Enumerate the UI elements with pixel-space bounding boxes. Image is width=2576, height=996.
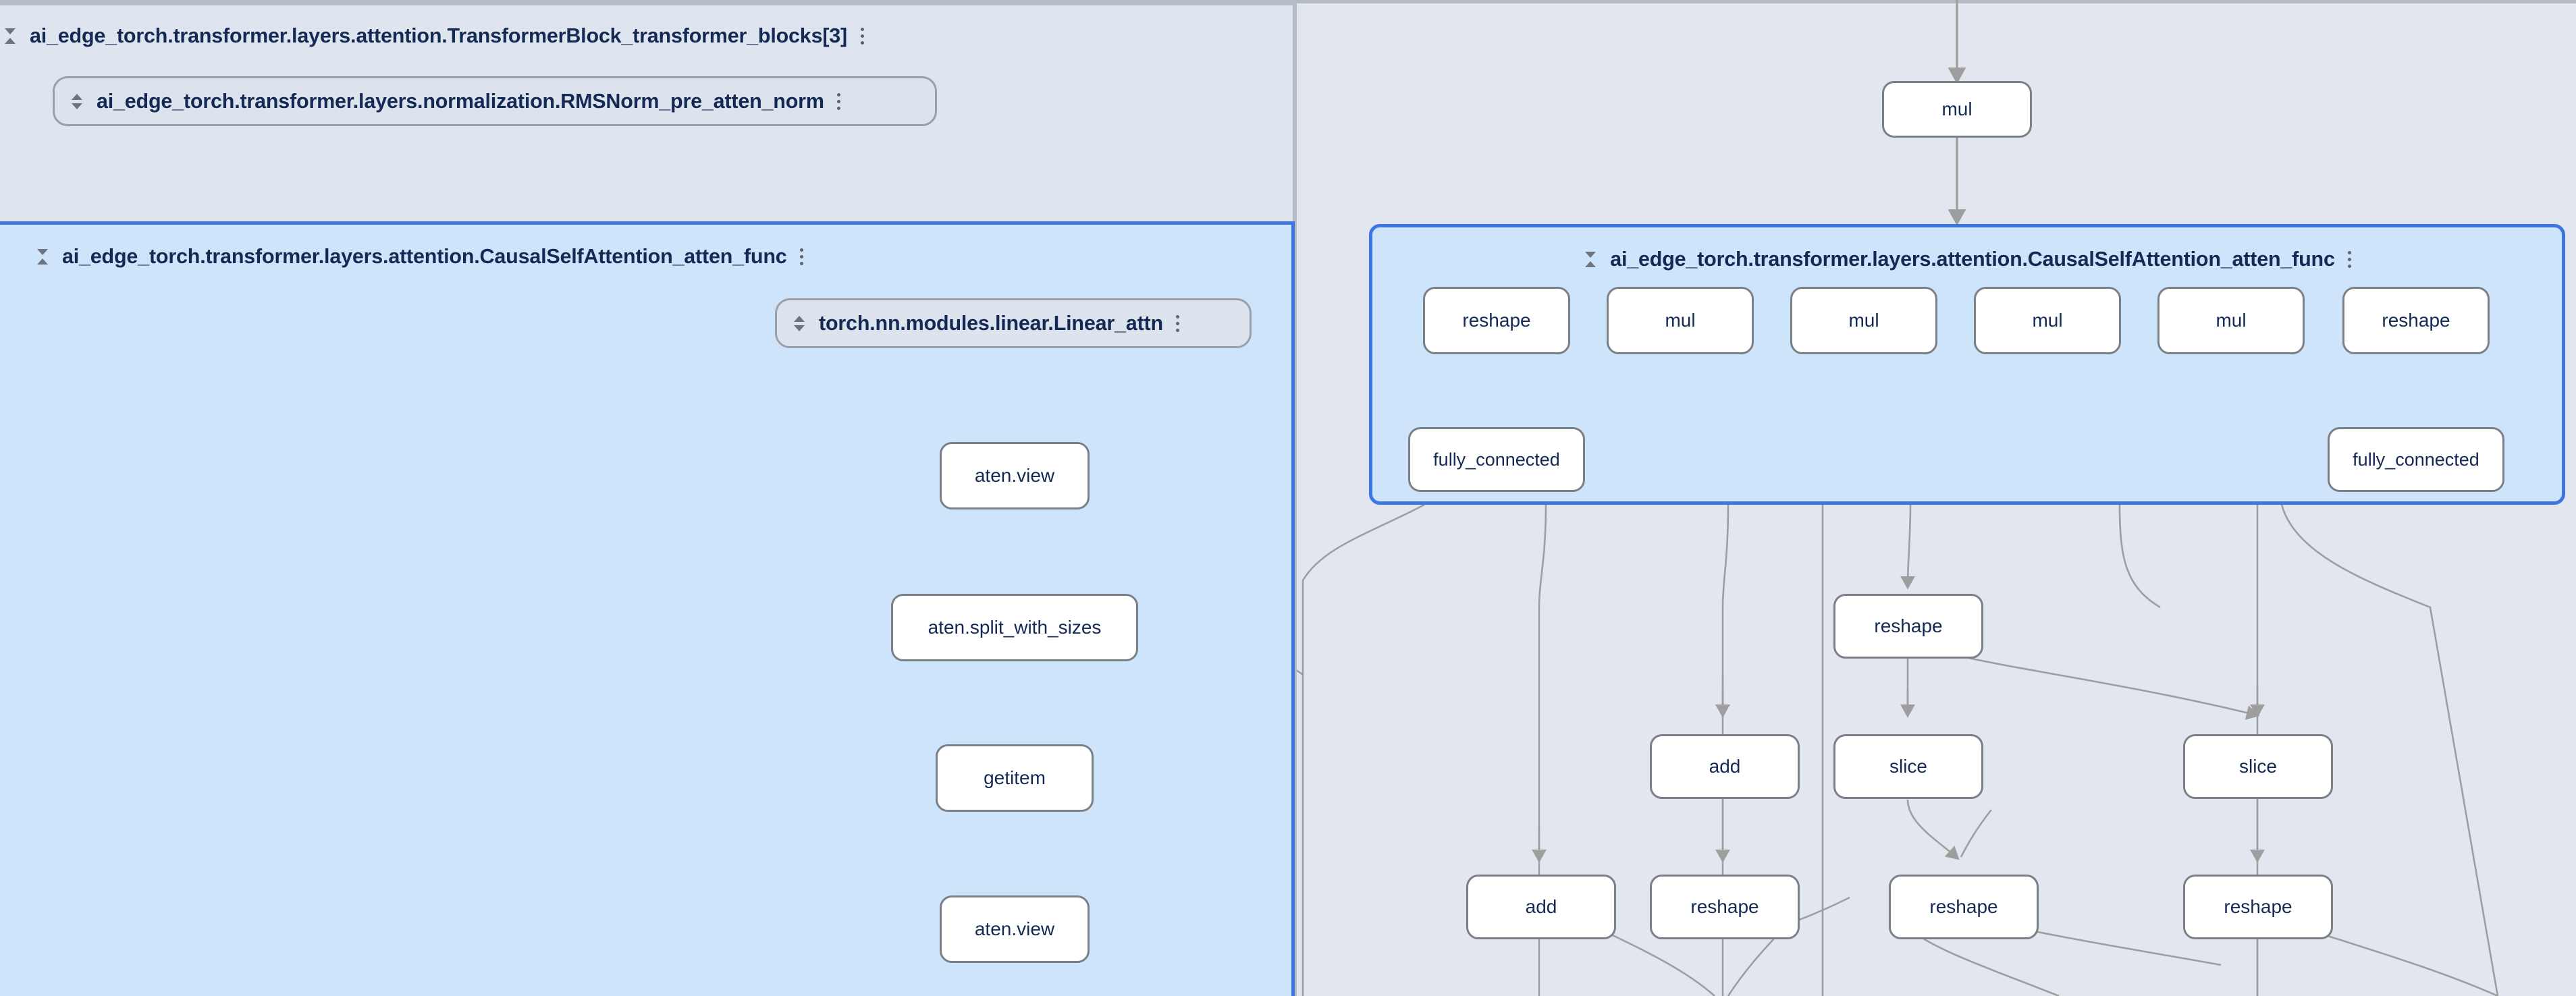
top-divider — [0, 0, 2576, 3]
node-getitem[interactable]: getitem — [936, 744, 1094, 812]
node-label: aten.split_with_sizes — [928, 617, 1102, 638]
collapsed-group-rmsnorm-title: ai_edge_torch.transformer.layers.normali… — [97, 89, 824, 113]
node-label: mul — [2032, 310, 2063, 331]
collapse-chevrons-icon[interactable] — [1580, 248, 1601, 271]
node-label: aten.view — [974, 465, 1055, 486]
edge-extra-into-reshape2 — [1960, 809, 1993, 858]
node-reshape-b[interactable]: reshape — [2342, 287, 2490, 354]
kebab-menu-icon[interactable] — [798, 245, 806, 268]
edge-reshape2-out — [1910, 929, 2060, 996]
expand-chevrons-icon[interactable] — [789, 312, 809, 335]
kebab-menu-icon[interactable] — [835, 90, 843, 113]
edge-reshape3-out — [2308, 929, 2498, 996]
group-causal-self-attention-left-title: ai_edge_torch.transformer.layers.attenti… — [62, 244, 787, 268]
node-label: mul — [2216, 310, 2247, 331]
node-mul-4[interactable]: mul — [2157, 287, 2305, 354]
node-mul-3[interactable]: mul — [1974, 287, 2121, 354]
node-aten-view-1[interactable]: aten.view — [940, 442, 1090, 509]
collapse-chevrons-icon[interactable] — [32, 245, 53, 268]
node-label: add — [1525, 896, 1557, 917]
node-reshape-a[interactable]: reshape — [1423, 287, 1570, 354]
edge-group-out-4 — [2118, 504, 2161, 609]
group-causal-self-attention-right-header[interactable]: ai_edge_torch.transformer.layers.attenti… — [1372, 238, 2562, 280]
node-label: reshape — [2224, 896, 2292, 917]
node-reshape-mid[interactable]: reshape — [1833, 594, 1983, 659]
node-label: reshape — [2382, 310, 2450, 331]
node-label: add — [1709, 756, 1741, 777]
kebab-menu-icon[interactable] — [858, 24, 866, 47]
group-causal-self-attention-left-header[interactable]: ai_edge_torch.transformer.layers.attenti… — [32, 236, 1291, 277]
group-transformer-block-title: ai_edge_torch.transformer.layers.attenti… — [30, 24, 848, 47]
node-label: fully_connected — [2353, 449, 2479, 470]
collapsed-group-linear-attn-title: torch.nn.modules.linear.Linear_attn — [819, 311, 1163, 335]
group-causal-self-attention-right-title: ai_edge_torch.transformer.layers.attenti… — [1610, 247, 2335, 271]
node-fully-connected-right[interactable]: fully_connected — [2328, 427, 2504, 492]
node-label: slice — [1889, 756, 1927, 777]
node-slice-1[interactable]: slice — [1833, 734, 1983, 799]
node-reshape-1[interactable]: reshape — [1650, 875, 1800, 939]
edge-group-out-to-reshape-mid — [1900, 504, 1915, 590]
expand-chevrons-icon[interactable] — [67, 90, 87, 113]
edge-reshape1-out — [1727, 929, 1783, 996]
node-label: mul — [1941, 99, 1973, 119]
node-label: mul — [1665, 310, 1696, 331]
edge-slice1-to-reshape2 — [1906, 799, 1960, 860]
node-mul-2[interactable]: mul — [1790, 287, 1937, 354]
node-label: aten.view — [974, 918, 1055, 939]
node-add-2[interactable]: add — [1466, 875, 1616, 939]
node-label: mul — [1848, 310, 1879, 331]
group-transformer-block-header[interactable]: ai_edge_torch.transformer.layers.attenti… — [0, 15, 1293, 57]
node-slice-2[interactable]: slice — [2183, 734, 2333, 799]
node-fully-connected-left[interactable]: fully_connected — [1408, 427, 1585, 492]
node-label: reshape — [1462, 310, 1531, 331]
collapse-chevrons-icon[interactable] — [0, 24, 20, 47]
node-mul-1[interactable]: mul — [1607, 287, 1754, 354]
node-aten-view-2[interactable]: aten.view — [940, 895, 1090, 963]
node-reshape-2[interactable]: reshape — [1889, 875, 2039, 939]
kebab-menu-icon[interactable] — [1174, 312, 1182, 335]
edge-add2-out — [1601, 929, 1715, 996]
node-add-1[interactable]: add — [1650, 734, 1800, 799]
node-label: reshape — [1690, 896, 1759, 917]
node-label: reshape — [1929, 896, 1998, 917]
node-label: getitem — [984, 767, 1046, 788]
edge-group-out-1 — [1302, 503, 1425, 996]
pane-vertical-divider — [1295, 0, 1297, 996]
collapsed-group-rmsnorm[interactable]: ai_edge_torch.transformer.layers.normali… — [53, 76, 937, 126]
node-mul-top[interactable]: mul — [1882, 81, 2032, 138]
node-label: slice — [2238, 756, 2277, 777]
kebab-menu-icon[interactable] — [2346, 248, 2354, 271]
node-aten-split-with-sizes[interactable]: aten.split_with_sizes — [891, 594, 1138, 661]
node-label: reshape — [1874, 615, 1943, 636]
node-label: fully_connected — [1433, 449, 1560, 470]
node-reshape-3[interactable]: reshape — [2183, 875, 2333, 939]
collapsed-group-linear-attn[interactable]: torch.nn.modules.linear.Linear_attn — [775, 298, 1252, 348]
